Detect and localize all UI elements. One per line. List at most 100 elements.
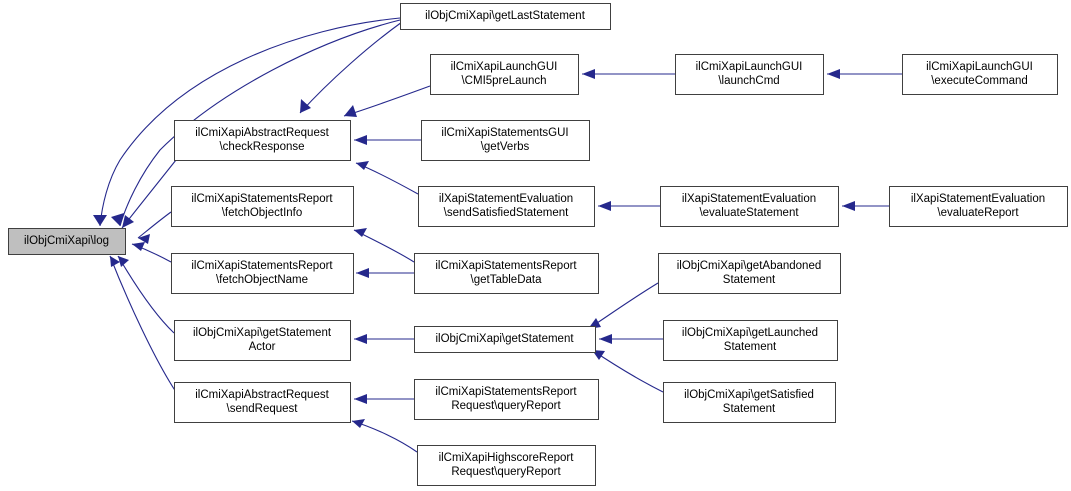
node-label-line: Statement	[724, 341, 777, 353]
node-box[interactable]	[663, 320, 838, 361]
node-label-line: Actor	[249, 341, 276, 353]
graph-node-ilcmixapistatementsreport-fetchobjectinfo[interactable]: ilCmiXapiStatementsReport\fetchObjectInf…	[171, 186, 354, 227]
node-label-line: \evaluateStatement	[699, 207, 799, 219]
arrowhead-icon	[300, 99, 311, 113]
node-box[interactable]	[430, 54, 579, 95]
node-label-line: ilCmiXapiStatementsReport	[435, 386, 577, 398]
node-label-line: \getVerbs	[481, 141, 530, 153]
node-box[interactable]	[663, 382, 836, 423]
node-box[interactable]	[174, 320, 351, 361]
graph-node-ilobjcmixapi-getlaststatement[interactable]: ilObjCmiXapi\getLastStatement	[400, 3, 611, 30]
arrowhead-icon	[352, 419, 365, 428]
arrowhead-icon	[356, 161, 369, 170]
edge-n10-to-n3	[356, 268, 414, 278]
graph-node-ilcmixapistatementsgui-getverbs[interactable]: ilCmiXapiStatementsGUI \getVerbs	[421, 120, 590, 161]
arrowhead-icon	[842, 201, 855, 211]
node-box[interactable]	[660, 186, 839, 227]
edge-n8-to-n1	[354, 135, 421, 145]
node-label-line: ilXapiStatementEvaluation	[682, 193, 816, 205]
arrowhead-icon	[93, 215, 107, 226]
node-label-line: \executeCommand	[931, 75, 1028, 87]
node-box[interactable]	[414, 379, 599, 420]
node-label-line: ilObjCmiXapi\getStatement	[435, 333, 574, 345]
arrowhead-icon	[354, 394, 367, 404]
node-label-line: Statement	[723, 274, 776, 286]
edge-n19-to-n14	[827, 69, 902, 79]
node-label-line: ilObjCmiXapi\getSatisfied	[684, 389, 814, 401]
graph-node-ilxapistatementevaluation-evaluatestatement[interactable]: ilXapiStatementEvaluation \evaluateStatem…	[660, 186, 839, 227]
edge-n5-to-n0	[109, 255, 177, 393]
node-box[interactable]	[171, 186, 354, 227]
arrowhead-icon	[122, 215, 134, 228]
node-box[interactable]	[8, 228, 126, 255]
edge-n6-to-n0	[93, 17, 401, 227]
edge-n4-to-n0	[117, 255, 175, 334]
graph-node-ilcmixapilaunchgui-cmi5prelaunch[interactable]: ilCmiXapiLaunchGUI \CMI5preLaunch	[430, 54, 579, 95]
edge-line	[343, 85, 431, 117]
node-box[interactable]	[414, 326, 596, 353]
node-label-line: ilCmiXapiLaunchGUI	[451, 61, 558, 73]
graph-node-ilcmixapistatementsreport-fetchobjectname[interactable]: ilCmiXapiStatementsReport\fetchObjectNam…	[171, 253, 354, 294]
graph-node-ilobjcmixapi-getstatement[interactable]: ilObjCmiXapi\getStatement	[414, 326, 596, 353]
node-box[interactable]	[414, 253, 599, 294]
node-label-line: \evaluateReport	[937, 207, 1019, 219]
edge-n17-to-n11	[599, 334, 663, 344]
graph-node-ilxapistatementevaluation-sendsatisfiedstatement[interactable]: ilXapiStatementEvaluation\sendSatisfiedS…	[418, 186, 595, 227]
graph-node-ilcmixapilaunchgui-executecommand[interactable]: ilCmiXapiLaunchGUI\executeCommand	[902, 54, 1058, 95]
graph-node-ilcmixapihighscorereportrequest-queryreport[interactable]: ilCmiXapiHighscoreReportRequest\queryRep…	[417, 445, 596, 486]
node-box[interactable]	[902, 54, 1058, 95]
node-label-line: ilObjCmiXapi\getLastStatement	[425, 10, 586, 22]
node-box[interactable]	[675, 54, 824, 95]
node-label-line: ilCmiXapiStatementsGUI	[441, 127, 568, 139]
graph-node-ilxapistatementevaluation-evaluatereport[interactable]: ilXapiStatementEvaluation\evaluateReport	[889, 186, 1068, 227]
arrowhead-icon	[111, 213, 124, 226]
arrowhead-icon	[356, 268, 369, 278]
edge-n18-to-n11	[591, 349, 664, 393]
node-box[interactable]	[418, 186, 595, 227]
edge-n9-to-n1	[355, 161, 419, 195]
node-box[interactable]	[421, 120, 590, 161]
node-box[interactable]	[658, 253, 841, 294]
node-label-line: ilCmiXapiHighscoreReport	[439, 452, 575, 464]
graph-node-ilcmixapistatementsreportrequest-queryreport[interactable]: ilCmiXapiStatementsReportRequest\queryRe…	[414, 379, 599, 420]
node-box[interactable]	[889, 186, 1068, 227]
node-label-line: ilCmiXapiAbstractRequest	[195, 127, 329, 139]
edge-n11-to-n4	[354, 334, 414, 344]
edge-line	[351, 420, 418, 453]
node-box[interactable]	[400, 3, 611, 30]
arrowhead-icon	[354, 228, 367, 237]
node-label-line: ilObjCmiXapi\log	[24, 235, 109, 247]
node-box[interactable]	[417, 445, 596, 486]
node-box[interactable]	[174, 120, 351, 161]
arrowhead-icon	[598, 201, 611, 211]
arrowhead-icon	[599, 334, 612, 344]
node-label-line: ilCmiXapiStatementsReport	[435, 260, 577, 272]
node-label-line: ilCmiXapiStatementsReport	[191, 193, 333, 205]
arrowhead-icon	[138, 234, 150, 244]
node-box[interactable]	[171, 253, 354, 294]
graph-node-ilcmixapilaunchgui-launchcmd[interactable]: ilCmiXapiLaunchGUI \launchCmd	[675, 54, 824, 95]
edges-layer	[93, 17, 902, 453]
node-label-line: ilXapiStatementEvaluation	[439, 193, 573, 205]
node-label-line: \launchCmd	[718, 75, 779, 87]
graph-node-ilobjcmixapi-log[interactable]: ilObjCmiXapi\log	[8, 228, 126, 255]
arrowhead-icon	[118, 256, 129, 267]
graph-node-ilcmixapistatementsreport-gettabledata[interactable]: ilCmiXapiStatementsReport\getTableData	[414, 253, 599, 294]
node-label-line: Request\queryReport	[451, 400, 561, 412]
node-label-line: ilObjCmiXapi\getAbandoned	[677, 260, 821, 272]
node-label-line: \CMI5preLaunch	[461, 75, 546, 87]
graph-node-ilcmixapiabstractrequest-checkresponse[interactable]: ilCmiXapiAbstractRequest\checkResponse	[174, 120, 351, 161]
node-box[interactable]	[174, 382, 351, 423]
graph-node-ilcmixapiabstractrequest-sendrequest[interactable]: ilCmiXapiAbstractRequest\sendRequest	[174, 382, 351, 423]
node-label-line: Request\queryReport	[451, 466, 561, 478]
edge-line	[99, 17, 401, 227]
node-label-line: ilCmiXapiAbstractRequest	[195, 389, 329, 401]
node-label-line: ilCmiXapiLaunchGUI	[696, 61, 803, 73]
edge-n14-to-n7	[582, 69, 675, 79]
